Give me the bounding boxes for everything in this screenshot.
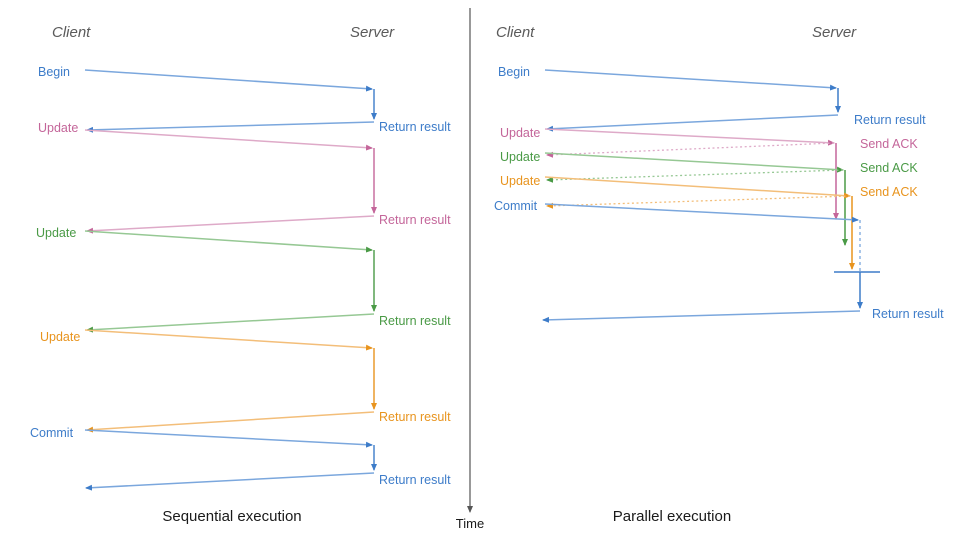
parallel-message-label-6: Update [500, 174, 540, 188]
parallel-message-label-7: Send ACK [860, 185, 918, 199]
sequential-message-label-2: Update [38, 121, 78, 135]
sequential-panel-caption: Sequential execution [162, 508, 301, 525]
sequential-response-arrow-1 [86, 215, 375, 234]
parallel-ack-arrow-2 [546, 169, 844, 183]
parallel-request-arrow-0 [544, 69, 837, 91]
sequential-request-arrow-3 [84, 329, 373, 351]
sequential-request-arrow-1 [84, 129, 373, 151]
parallel-message-label-0: Begin [498, 65, 530, 79]
parallel-final-response-arrow [542, 310, 861, 323]
parallel-client-actor-label: Client [496, 24, 535, 41]
parallel-message-label-3: Send ACK [860, 137, 918, 151]
sequential-request-arrow-0 [84, 69, 373, 92]
sequential-response-arrow-3 [86, 411, 375, 433]
sequential-response-arrow-4 [85, 472, 375, 491]
sequential-message-label-7: Return result [379, 410, 451, 424]
sequential-request-arrow-4 [84, 429, 373, 448]
parallel-server-actor-label: Server [812, 24, 857, 41]
time-axis-label: Time [456, 516, 484, 531]
parallel-request-arrow-3 [544, 176, 851, 199]
parallel-request-arrow-2 [544, 152, 844, 173]
sequential-message-label-5: Return result [379, 314, 451, 328]
parallel-message-label-2: Update [500, 126, 540, 140]
sequential-message-label-0: Begin [38, 65, 70, 79]
parallel-request-arrow-4 [544, 203, 859, 223]
parallel-message-label-4: Update [500, 150, 540, 164]
sequential-request-arrow-2 [84, 230, 373, 253]
sequential-message-label-3: Return result [379, 213, 451, 227]
parallel-request-arrow-1 [544, 128, 835, 146]
sequential-message-label-6: Update [40, 330, 80, 344]
parallel-message-label-9: Return result [872, 307, 944, 321]
sequential-response-arrow-0 [86, 121, 375, 133]
parallel-message-label-8: Commit [494, 199, 538, 213]
parallel-panel-caption: Parallel execution [613, 508, 731, 525]
parallel-ack-arrow-1 [546, 142, 835, 158]
message-arrows-layer [84, 8, 880, 513]
parallel-response-arrow-0 [546, 114, 839, 132]
sequential-message-label-8: Commit [30, 426, 74, 440]
parallel-message-label-5: Send ACK [860, 161, 918, 175]
sequential-message-label-4: Update [36, 226, 76, 240]
sequential-server-actor-label: Server [350, 24, 395, 41]
sequential-message-label-1: Return result [379, 120, 451, 134]
sequential-message-label-9: Return result [379, 473, 451, 487]
sequential-client-actor-label: Client [52, 24, 91, 41]
sequential-response-arrow-2 [86, 313, 375, 333]
parallel-message-label-1: Return result [854, 113, 926, 127]
